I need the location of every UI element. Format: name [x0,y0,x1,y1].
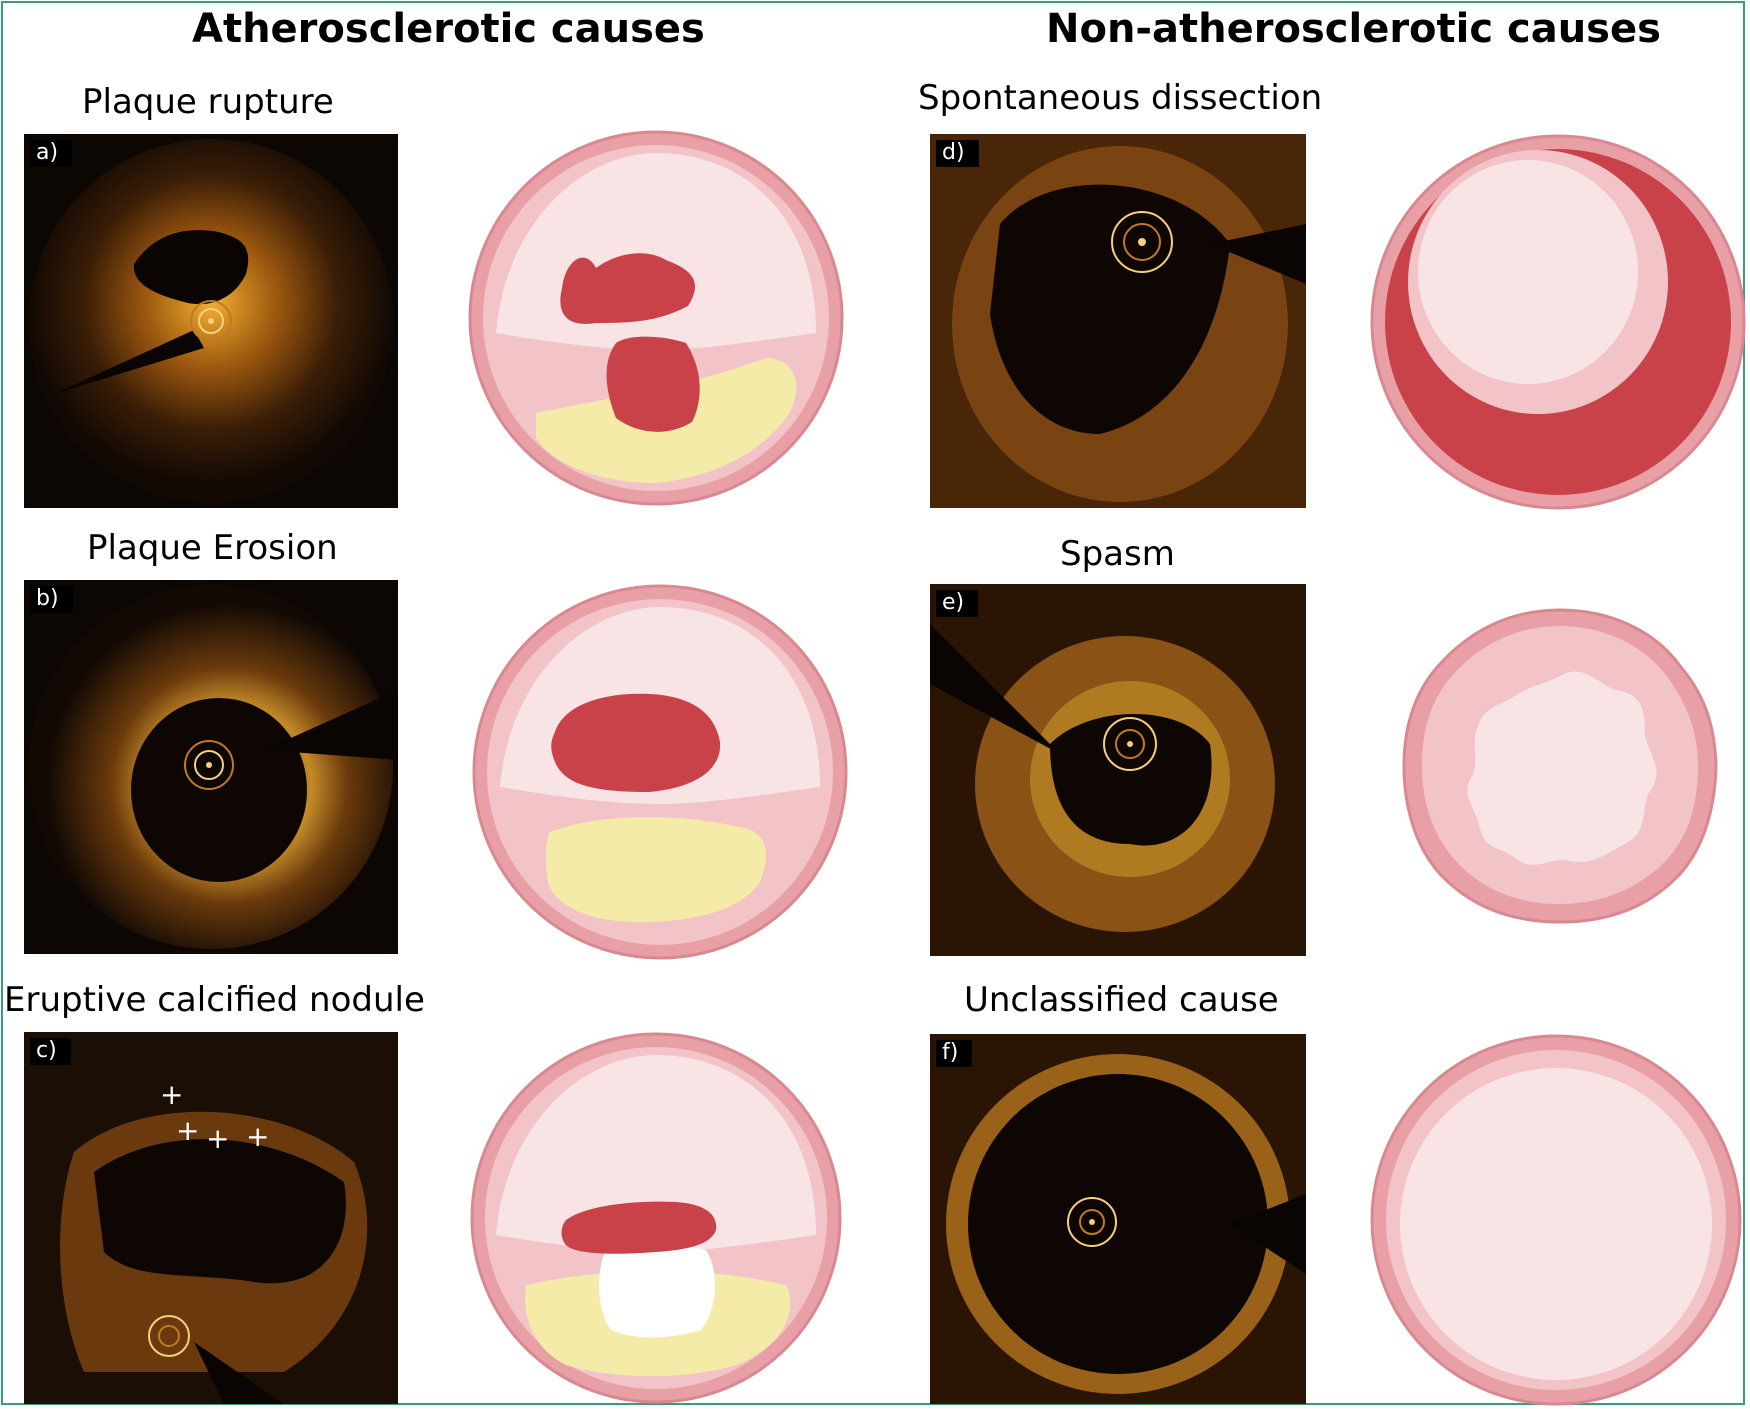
title-eruptive-calcified-nodule: Eruptive calcified nodule [4,980,425,1020]
schematic-unclassified [1370,1034,1742,1406]
lumen [1400,1068,1712,1380]
oct-image-calcified-nodule: + + + + c) [24,1032,398,1404]
panel-tag-a: a) [30,140,73,167]
heading-non-atherosclerotic: Non-atherosclerotic causes [1046,6,1661,52]
panel-tag-c: c) [30,1038,71,1065]
svg-text:+: + [246,1120,269,1153]
lipid-core [545,816,766,922]
thrombus [561,1201,717,1254]
title-plaque-erosion: Plaque Erosion [87,528,338,568]
schematic-plaque-erosion [472,584,848,960]
oct-image-spasm: e) [930,584,1306,956]
thrombus [551,693,721,792]
oct-image-plaque-erosion: b) [24,580,398,954]
svg-text:+: + [160,1078,183,1111]
svg-text:+: + [176,1114,199,1147]
panel-tag-b: b) [30,586,73,613]
title-spontaneous-dissection: Spontaneous dissection [918,78,1323,118]
schematic-plaque-rupture [468,130,844,506]
lumen [1418,160,1638,384]
lumen [496,1055,816,1252]
title-spasm: Spasm [1060,534,1175,574]
lumen [1467,671,1657,865]
thrombus [560,253,696,324]
schematic-calcified-nodule [470,1032,842,1404]
panel-tag-f: f) [936,1040,973,1067]
panel-tag-e: e) [936,590,979,617]
schematic-spontaneous-dissection [1370,134,1746,510]
heading-atherosclerotic: Atherosclerotic causes [192,6,705,52]
oct-image-unclassified: f) [930,1034,1306,1404]
calcified-nodule [599,1244,716,1338]
oct-image-plaque-rupture: a) [24,134,398,508]
oct-image-spontaneous-dissection: d) [930,134,1306,508]
panel-tag-d: d) [936,140,979,167]
thrombus-rupture [606,336,700,432]
schematic-spasm [1402,608,1718,924]
title-unclassified-cause: Unclassified cause [964,980,1279,1020]
svg-text:+: + [206,1122,229,1155]
title-plaque-rupture: Plaque rupture [82,82,334,122]
